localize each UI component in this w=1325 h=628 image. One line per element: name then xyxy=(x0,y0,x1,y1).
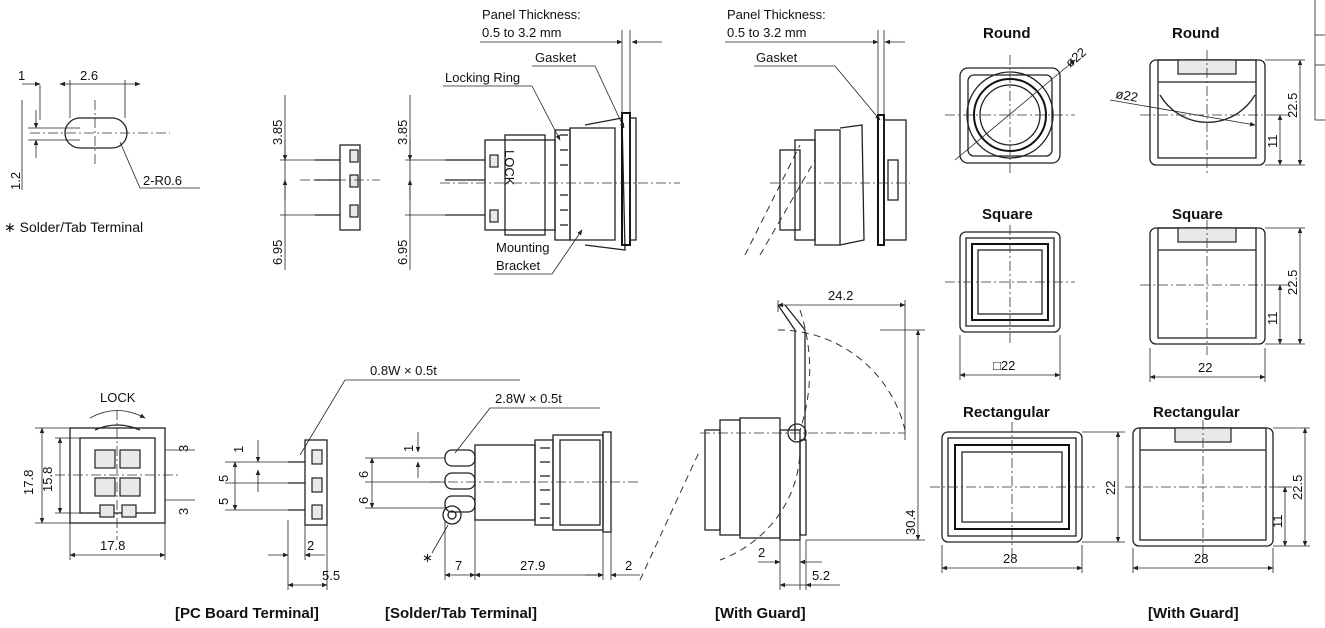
panel-range-label-1: 0.5 to 3.2 mm xyxy=(482,25,561,40)
dim-11-b: 11 xyxy=(1265,312,1280,326)
dim-3-85-a: 3.85 xyxy=(270,120,285,145)
tab-wire-label: 2.8W × 0.5t xyxy=(495,391,562,406)
dim-6-b: 6 xyxy=(356,497,371,504)
dim-22-5-c: 22.5 xyxy=(1290,475,1305,500)
dim-5-2: 5.2 xyxy=(812,568,830,583)
radius-label: 2-R0.6 xyxy=(143,173,182,188)
dim-28-b: 28 xyxy=(1194,551,1208,566)
dim-30-4: 30.4 xyxy=(903,510,918,535)
dim-5-5: 5.5 xyxy=(322,568,340,583)
asterisk-mark: ∗ xyxy=(422,550,433,565)
pc-board-front: LOCK 17.8 15.8 3 3 17.8 [PC Board Termin… xyxy=(21,390,319,622)
dim-11-a: 11 xyxy=(1265,135,1280,149)
lock-label: LOCK xyxy=(100,390,136,405)
dim-22-5-a: 22.5 xyxy=(1285,93,1300,118)
guard-side-bottom: 24.2 30.4 2 5.2 [With Guard] xyxy=(639,288,925,622)
round-front: Round ø22 xyxy=(945,25,1089,175)
dim-22-5-b: 22.5 xyxy=(1285,270,1300,295)
heading-square-1: Square xyxy=(982,206,1033,223)
solder-tab-side-bottom: 2.8W × 0.5t 1 6 6 7 27.9 2 ∗ [Solder/Tab… xyxy=(356,391,640,622)
guard-side-top: Panel Thickness: 0.5 to 3.2 mm Gasket xyxy=(725,7,910,256)
dim-2-6: 2.6 xyxy=(80,68,98,83)
dim-17-8-v: 17.8 xyxy=(21,470,36,495)
pc-board-side: 0.8W × 0.5t 1 5 5 2 5.5 xyxy=(216,363,520,590)
dim-6-95-b: 6.95 xyxy=(395,240,410,265)
round-guard: Round ø22 11 22.5 xyxy=(1109,25,1305,175)
dim-27-9: 27.9 xyxy=(520,558,545,573)
pc-terminal-side-top: 3.85 6.95 xyxy=(270,95,380,270)
panel-thickness-label-2: Panel Thickness: xyxy=(727,7,826,22)
dim-1-2: 1.2 xyxy=(8,172,23,190)
gasket-label-2: Gasket xyxy=(756,50,798,65)
caption-solder-tab: [Solder/Tab Terminal] xyxy=(385,605,537,622)
dim-5-a: 5 xyxy=(216,475,231,482)
square-front: Square □22 xyxy=(945,206,1075,380)
dim-17-8-h: 17.8 xyxy=(100,538,125,553)
dim-3-85-b: 3.85 xyxy=(395,120,410,145)
heading-rect-2: Rectangular xyxy=(1153,404,1240,421)
dim-1: 1 xyxy=(18,68,25,83)
lock-vertical-label: LOCK xyxy=(502,150,517,186)
pc-wire-label: 0.8W × 0.5t xyxy=(370,363,437,378)
square-guard: Square 22 11 22.5 xyxy=(1140,206,1305,382)
bracket-label: Bracket xyxy=(496,258,540,273)
dim-2-pc: 2 xyxy=(307,538,314,553)
gasket-label-1: Gasket xyxy=(535,50,577,65)
dim-2-st: 2 xyxy=(625,558,632,573)
panel-thickness-label-1: Panel Thickness: xyxy=(482,7,581,22)
dim-28-a: 28 xyxy=(1003,551,1017,566)
table-edge xyxy=(1314,0,1325,121)
dim-6-95-a: 6.95 xyxy=(270,240,285,265)
dim-sq22: □22 xyxy=(993,358,1015,373)
terminal-detail: 1 2.6 1.2 2-R0.6 ∗ Solder/Tab Terminal xyxy=(4,68,200,235)
heading-round-2: Round xyxy=(1172,25,1219,42)
dim-6-a: 6 xyxy=(356,471,371,478)
dim-1-st: 1 xyxy=(401,445,416,452)
rect-front: Rectangular 28 22 xyxy=(930,404,1125,573)
phi22-a: ø22 xyxy=(1062,44,1089,70)
caption-with-guard-1: [With Guard] xyxy=(715,605,806,622)
heading-square-2: Square xyxy=(1172,206,1223,223)
dim-24-2: 24.2 xyxy=(828,288,853,303)
solder-tab-note: ∗ Solder/Tab Terminal xyxy=(4,219,143,235)
dim-22-sq: 22 xyxy=(1198,360,1212,375)
dim-3-b: 3 xyxy=(176,508,191,515)
dim-15-8: 15.8 xyxy=(40,467,55,492)
phi22-b: ø22 xyxy=(1114,86,1139,105)
heading-rect-1: Rectangular xyxy=(963,404,1050,421)
dim-1-pc: 1 xyxy=(231,446,246,453)
rect-guard: Rectangular 28 11 22.5 [With Guard] xyxy=(1125,404,1310,622)
dim-5-b: 5 xyxy=(216,498,231,505)
dim-22-v: 22 xyxy=(1103,481,1118,495)
mounting-label: Mounting xyxy=(496,240,549,255)
dim-3-a: 3 xyxy=(176,445,191,452)
solder-tab-side-top: LOCK 3.85 6.95 Panel Thickness: 0.5 to 3… xyxy=(395,7,680,275)
locking-ring-label: Locking Ring xyxy=(445,70,520,85)
caption-with-guard-2: [With Guard] xyxy=(1148,605,1239,622)
dim-11-c: 11 xyxy=(1270,515,1285,529)
dim-7: 7 xyxy=(455,558,462,573)
panel-range-label-2: 0.5 to 3.2 mm xyxy=(727,25,806,40)
heading-round-1: Round xyxy=(983,25,1030,42)
dim-2-g: 2 xyxy=(758,545,765,560)
caption-pc-board: [PC Board Terminal] xyxy=(175,605,319,622)
